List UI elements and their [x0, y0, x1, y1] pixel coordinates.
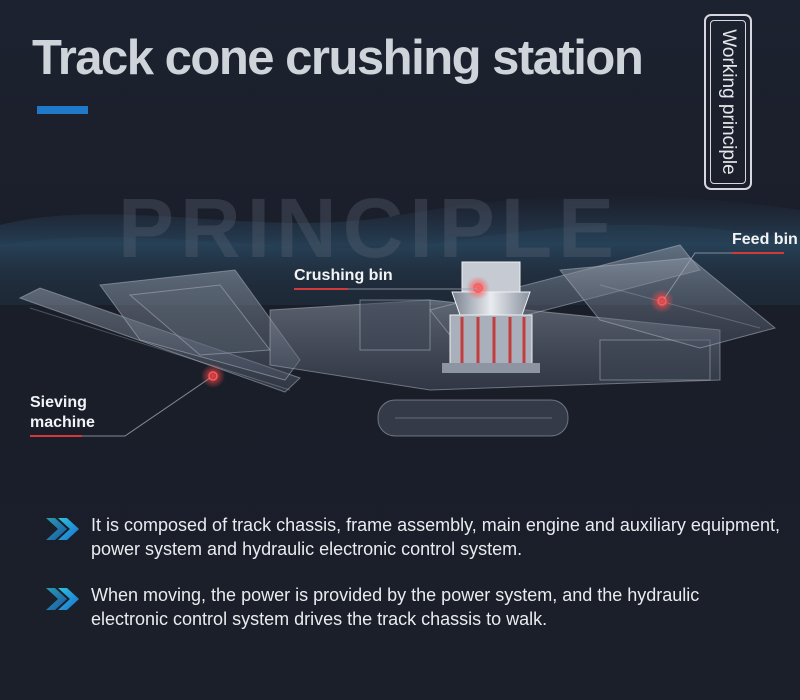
title-accent-bar [37, 106, 88, 114]
badge-inner-border [710, 20, 746, 184]
double-chevron-right-icon [46, 588, 79, 610]
crushing-bin-text: Crushing bin [294, 267, 393, 284]
double-chevron-right-icon [46, 518, 79, 540]
feed-bin-underline [732, 252, 784, 254]
working-principle-badge: Working principle [704, 14, 752, 190]
crushing-bin-underline [294, 288, 348, 290]
badge-text: Working principle [718, 29, 739, 175]
sieving-machine-line1: Sieving [30, 394, 87, 411]
bullet-text: When moving, the power is provided by th… [91, 585, 700, 629]
sieving-machine-underline [30, 435, 82, 437]
bullet-text: It is composed of track chassis, frame a… [91, 515, 780, 559]
page-title: Track cone crushing station [32, 31, 644, 85]
sieving-machine-line2: machine [30, 414, 95, 431]
feed-bin-text: Feed bin [732, 231, 798, 248]
track-cone-crusher-illustration [18, 244, 777, 437]
crushing-bin-label: Crushing bin [294, 266, 393, 290]
sieving-machine-label: Sieving machine [30, 393, 95, 437]
watermark-text: PRINCIPLE [118, 181, 621, 275]
feed-bin-label: Feed bin [732, 230, 798, 254]
